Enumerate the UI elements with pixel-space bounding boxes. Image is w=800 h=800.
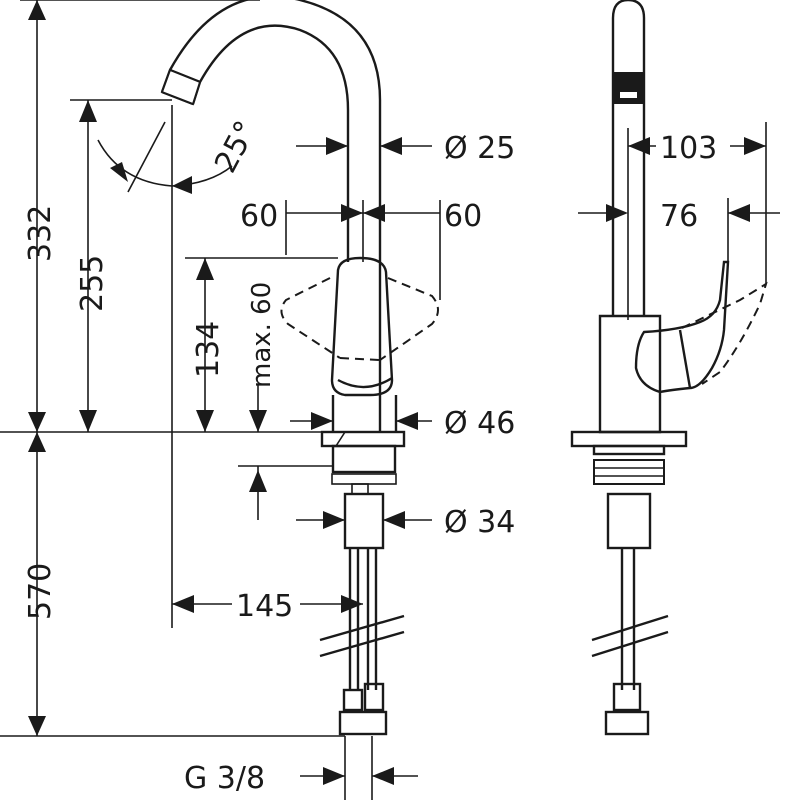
fixing-nut: [331, 473, 397, 485]
handle-swing-right: [379, 277, 439, 361]
label-134: 134: [191, 321, 226, 378]
arrow-d25-left: [326, 137, 348, 155]
side-nut-threads: [594, 467, 664, 477]
label-60-left: 60: [240, 199, 278, 234]
label-d34: Ø 34: [444, 505, 515, 540]
arrow-134-bottom: [196, 410, 214, 432]
arrow-332-bottom: [28, 412, 46, 432]
side-hose-connector: [612, 682, 642, 712]
base-rosette: [320, 430, 406, 448]
arrow-570-bottom: [28, 716, 46, 736]
side-break-line-lower: [591, 630, 669, 658]
arrow-thread-left: [323, 767, 345, 785]
side-hose-nut: [604, 710, 650, 736]
label-76: 76: [660, 199, 698, 234]
arrow-332-top: [28, 0, 46, 20]
aerator: [160, 68, 202, 106]
angle-arc: [97, 139, 233, 187]
spout-outer-outline: [160, 0, 382, 432]
hose-nut: [338, 710, 388, 736]
side-base-rosette: [570, 430, 688, 448]
side-supply-hose: [620, 548, 636, 690]
arrow-d25-right: [380, 137, 402, 155]
supply-hose-left: [348, 548, 360, 690]
label-d25: Ø 25: [444, 131, 515, 166]
arrow-255-top: [79, 100, 97, 122]
arrow-103-left: [628, 137, 650, 155]
arrow-145-left: [172, 595, 194, 613]
lever-handle-base-curve: [337, 376, 393, 389]
side-spout-pipe: [611, 0, 646, 316]
label-570: 570: [23, 563, 58, 620]
label-103: 103: [660, 131, 717, 166]
side-aerator-slot: [620, 92, 637, 98]
side-gasket: [592, 444, 666, 456]
label-60-right: 60: [444, 199, 482, 234]
side-break-line-upper: [591, 614, 669, 642]
arrow-d46-left: [311, 412, 333, 430]
side-handle-joint: [678, 329, 692, 389]
side-view-dimensions: 103 76: [578, 122, 780, 320]
arrow-103-right: [744, 137, 766, 155]
side-body: [598, 314, 662, 434]
spout-angle-line: [127, 121, 166, 193]
label-145: 145: [236, 589, 293, 624]
arrow-d34-right: [383, 511, 405, 529]
arrow-570-top: [28, 432, 46, 452]
rosette-detail: [335, 431, 346, 447]
hose-connector-right: [363, 682, 385, 712]
label-d46: Ø 46: [444, 406, 515, 441]
arrow-76-right: [728, 204, 750, 222]
arrow-d34-left: [323, 511, 345, 529]
arrow-60-left: [341, 204, 363, 222]
arrow-76-left: [606, 204, 628, 222]
side-lever-handle: [634, 260, 730, 394]
arrow-angle-right: [172, 176, 192, 194]
spout-inner-outline: [191, 24, 350, 262]
handle-swing-bottom: [339, 357, 381, 361]
label-angle: 25°: [208, 115, 264, 178]
front-view-dimensions: 332 570 255 25° 134 max. 60: [0, 0, 515, 800]
side-aerator: [613, 72, 644, 104]
arrow-angle-left: [110, 162, 128, 182]
threaded-pipe: [343, 492, 385, 550]
side-view-faucet: [570, 0, 768, 736]
break-line-upper: [319, 614, 405, 642]
arrow-255-bottom: [79, 410, 97, 432]
fixing-stud: [351, 483, 369, 495]
label-thread: G 3/8: [184, 761, 265, 796]
label-max60: max. 60: [247, 282, 277, 388]
arrow-60-right: [363, 204, 385, 222]
arrow-rosette: [249, 470, 267, 492]
label-332: 332: [23, 205, 58, 262]
side-handle-swing: [681, 281, 768, 385]
arrow-thread-right: [372, 767, 394, 785]
handle-swing-left: [280, 277, 341, 359]
side-fixing-nut: [593, 459, 665, 485]
arrow-max60: [249, 410, 267, 432]
hose-connector-left: [342, 688, 364, 712]
front-view-faucet: [160, 0, 439, 736]
arrow-d46-right: [396, 412, 418, 430]
arrow-145-right: [341, 595, 363, 613]
faucet-body: [331, 395, 398, 432]
mounting-shank: [331, 444, 397, 474]
supply-hose-right: [366, 548, 378, 690]
lever-handle: [330, 256, 394, 397]
arrow-134-top: [196, 258, 214, 280]
side-threaded-pipe: [606, 492, 652, 550]
break-line-lower: [319, 630, 405, 658]
label-255: 255: [75, 255, 110, 312]
